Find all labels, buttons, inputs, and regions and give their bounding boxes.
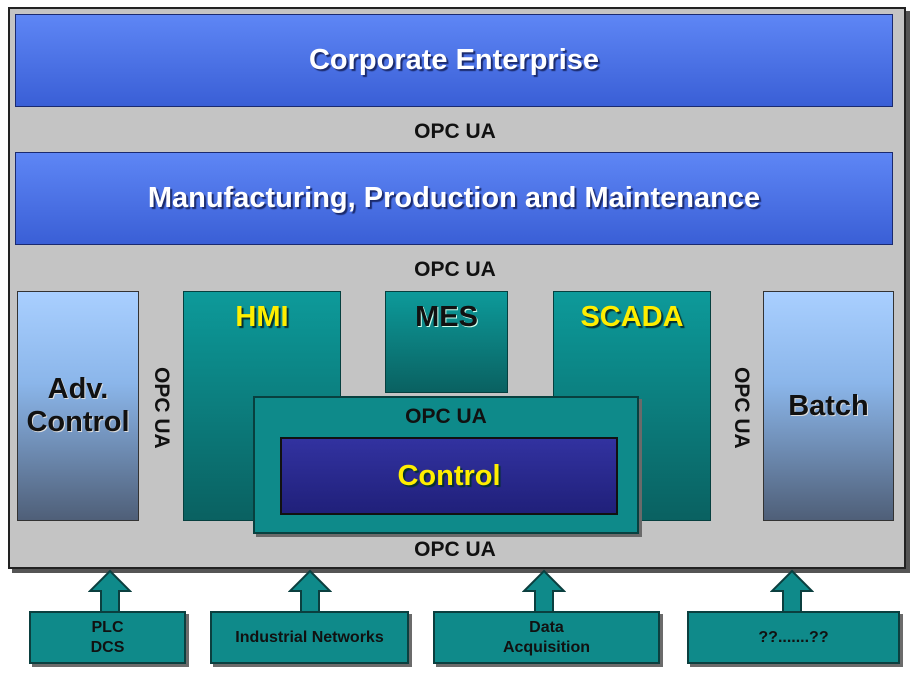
up-arrow-other bbox=[770, 569, 814, 613]
batch-box: Batch bbox=[763, 291, 894, 521]
mes-box: MES bbox=[385, 291, 508, 393]
up-arrow-networks bbox=[288, 569, 332, 613]
opc-ua-label-left: OPC UA bbox=[150, 367, 173, 449]
manufacturing-label: Manufacturing, Production and Maintenanc… bbox=[147, 182, 761, 214]
opc-ua-label-bottom: OPC UA bbox=[414, 538, 496, 561]
opc-ua-label-top: OPC UA bbox=[414, 120, 496, 143]
industrial-networks-box: Industrial Networks bbox=[210, 611, 409, 664]
opc-ua-label-right: OPC UA bbox=[730, 367, 753, 449]
corporate-enterprise-label: Corporate Enterprise bbox=[308, 44, 600, 76]
corporate-enterprise-layer: Corporate Enterprise bbox=[15, 14, 893, 107]
data-acquisition-label: Data Acquisition bbox=[502, 618, 591, 656]
batch-label: Batch bbox=[788, 389, 869, 422]
other-input-box: ??.......?? bbox=[687, 611, 900, 664]
manufacturing-layer: Manufacturing, Production and Maintenanc… bbox=[15, 152, 893, 245]
mes-label: MES bbox=[415, 301, 478, 333]
opc-ua-label-mid: OPC UA bbox=[414, 258, 496, 281]
control-container: OPC UA Control bbox=[253, 396, 639, 534]
hmi-label: HMI bbox=[235, 301, 289, 333]
industrial-networks-label: Industrial Networks bbox=[235, 628, 384, 646]
data-acquisition-box: Data Acquisition bbox=[433, 611, 660, 664]
plc-dcs-box: PLC DCS bbox=[29, 611, 186, 664]
plc-dcs-label: PLC DCS bbox=[90, 618, 125, 656]
scada-label: SCADA bbox=[580, 301, 684, 333]
opc-ua-label-inner: OPC UA bbox=[405, 405, 487, 428]
up-arrow-data-acquisition bbox=[522, 569, 566, 613]
adv-control-box: Adv. Control bbox=[17, 291, 139, 521]
control-label: Control bbox=[397, 459, 501, 492]
up-arrow-plc bbox=[88, 569, 132, 613]
adv-control-label: Adv. Control bbox=[26, 372, 130, 438]
other-input-label: ??.......?? bbox=[758, 628, 829, 646]
control-box: Control bbox=[280, 437, 618, 515]
